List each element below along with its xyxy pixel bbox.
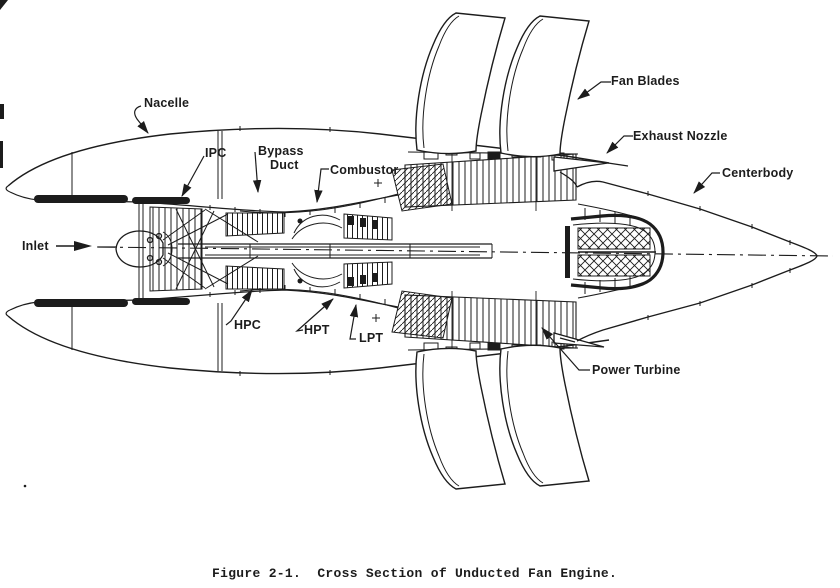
nacelle-bottom xyxy=(5,285,610,376)
leader-hpc xyxy=(225,289,253,326)
label-ipc: IPC xyxy=(205,146,227,160)
label-power-turbine: Power Turbine xyxy=(592,363,681,377)
scan-artifacts xyxy=(0,0,27,488)
label-exhaust-nozzle: Exhaust Nozzle xyxy=(633,129,728,143)
label-hpt: HPT xyxy=(304,323,330,337)
label-fan-blades: Fan Blades xyxy=(611,74,680,88)
fan-blades-bottom xyxy=(415,344,590,490)
figure-caption: Figure 2-1. Cross Section of Unducted Fa… xyxy=(212,566,618,581)
engine-centerline xyxy=(96,246,834,257)
nacelle-top xyxy=(5,126,610,217)
label-bypass-duct-line2: Duct xyxy=(270,158,299,172)
label-combustor: Combustor xyxy=(330,163,399,177)
inlet-arrow xyxy=(56,241,117,251)
leader-power-turbine xyxy=(541,327,590,371)
leader-bypass-duct xyxy=(252,151,262,194)
label-lpt: LPT xyxy=(359,331,384,345)
leader-lines xyxy=(56,81,720,371)
leader-nacelle xyxy=(134,105,149,134)
leader-fan-blades xyxy=(577,81,611,100)
leader-exhaust-nozzle xyxy=(606,135,633,154)
leader-centerbody xyxy=(693,172,720,194)
centerbody-outline xyxy=(576,180,818,342)
fan-frame-ipc xyxy=(138,204,259,298)
label-inlet: Inlet xyxy=(22,239,49,253)
label-bypass-duct: Bypass Duct xyxy=(258,144,304,172)
label-centerbody: Centerbody xyxy=(722,166,794,180)
label-nacelle: Nacelle xyxy=(144,96,190,110)
label-hpc: HPC xyxy=(234,318,261,332)
fan-blades-top xyxy=(415,12,590,158)
leader-hpt xyxy=(295,298,334,332)
label-bypass-duct-line1: Bypass xyxy=(258,144,304,158)
leader-combustor xyxy=(314,168,329,204)
leader-ipc xyxy=(181,155,205,197)
leader-lpt xyxy=(349,303,359,340)
power-turbine-capsule xyxy=(565,213,665,291)
